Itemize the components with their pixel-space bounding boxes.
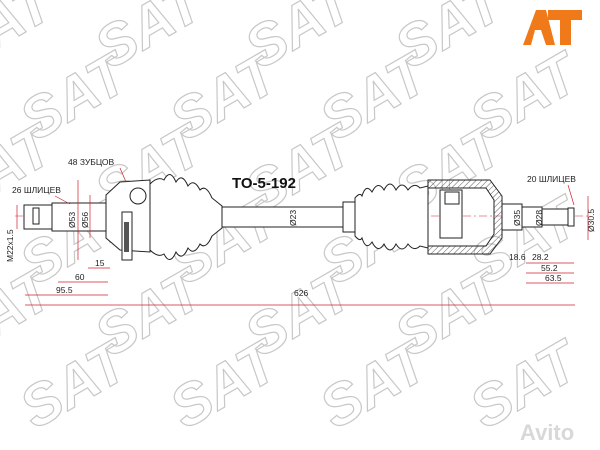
label-d23: Ø23 [288, 210, 298, 226]
label-d28: Ø28 [534, 210, 544, 226]
label-18-6: 18.6 [509, 252, 526, 262]
label-d30-5: Ø30.5 [586, 209, 596, 232]
dimensions-left: 48 ЗУБЦОВ 26 ШЛИЦЕВ M22x1.5 Ø53 Ø56 Ø23 … [5, 157, 575, 306]
avito-watermark: Avito [520, 420, 574, 445]
label-thread: M22x1.5 [5, 229, 15, 262]
label-48-teeth: 48 ЗУБЦОВ [68, 157, 115, 167]
label-20-splines: 20 ШЛИЦЕВ [527, 174, 576, 184]
shaft [221, 206, 347, 228]
at-logo [523, 10, 582, 45]
label-d53: Ø53 [67, 212, 77, 228]
label-15: 15 [95, 258, 105, 268]
right-inner-joint [427, 179, 575, 255]
label-55-2: 55.2 [541, 263, 558, 273]
label-d35: Ø35 [512, 210, 522, 226]
abs-ring [124, 222, 129, 252]
label-26-splines: 26 ШЛИЦЕВ [12, 185, 61, 195]
right-boot [354, 183, 429, 251]
label-95-5: 95.5 [56, 285, 73, 295]
label-626: 626 [294, 288, 308, 298]
label-60: 60 [75, 272, 85, 282]
label-d56: Ø56 [80, 212, 90, 228]
dimensions-right: 20 ШЛИЦЕВ Ø35 Ø28 Ø30.5 18.6 28.2 55.2 6… [509, 174, 596, 284]
left-outer-joint [23, 179, 151, 261]
label-63-5: 63.5 [545, 273, 562, 283]
part-number: TO-5-192 [232, 175, 296, 192]
label-28-2: 28.2 [532, 252, 549, 262]
left-boot [149, 174, 223, 260]
